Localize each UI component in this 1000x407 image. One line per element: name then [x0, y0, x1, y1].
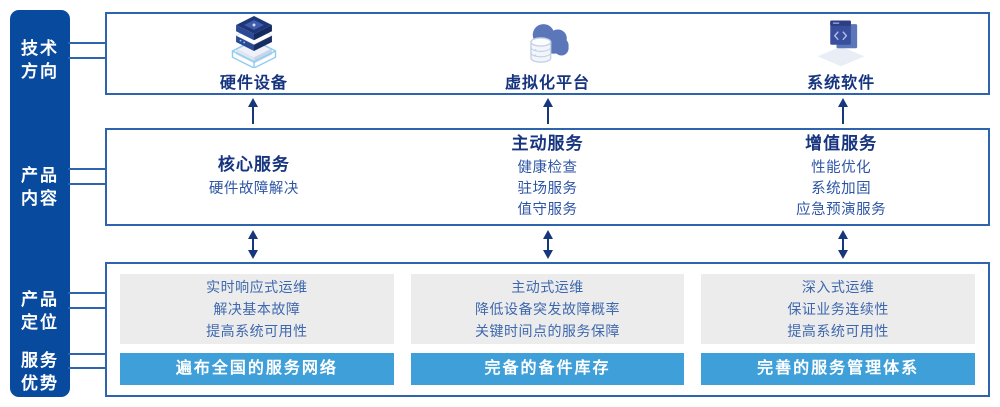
tech-item-label: 硬件设备	[219, 75, 288, 92]
service-item: 驻场服务	[517, 181, 578, 197]
tech-item-label: 虚拟化平台	[505, 75, 591, 92]
connector-line	[68, 292, 107, 294]
service-heading: 主动服务	[511, 134, 584, 153]
positioning-column-deep: 深入式运维 保证业务连续性 提高系统可用性 完善的服务管理体系	[701, 274, 976, 385]
connector-line	[68, 42, 107, 44]
tech-item-virtualization: 虚拟化平台	[401, 14, 695, 93]
positioning-line: 深入式运维	[801, 279, 875, 295]
tech-item-system-software: 系统软件	[694, 14, 988, 93]
sidebar-label-tech-direction: 技术 方向	[10, 37, 70, 83]
connector-line	[68, 183, 107, 185]
advantage-bar: 完善的服务管理体系	[701, 353, 976, 385]
sidebar-label-product-content: 产品 内容	[10, 164, 70, 210]
service-item: 健康检查	[517, 160, 578, 176]
positioning-line: 提高系统可用性	[206, 323, 308, 339]
sidebar-label-line: 优势	[21, 374, 59, 393]
sidebar-label-line: 定位	[21, 313, 59, 332]
service-column-value-added: 增值服务 性能优化 系统加固 应急预演服务	[694, 130, 988, 224]
positioning-column-proactive: 主动式运维 降低设备突发故障概率 关键时间点的服务保障 完备的备件库存	[410, 274, 685, 385]
up-arrow-icon	[837, 98, 848, 124]
up-arrow-icon	[247, 98, 258, 124]
tech-item-label: 系统软件	[807, 75, 876, 92]
connector-line	[68, 353, 107, 355]
sidebar-label-line: 技术	[21, 39, 59, 58]
connector-line	[68, 168, 107, 170]
sidebar-label-line: 产品	[21, 166, 59, 185]
positioning-line: 主动式运维	[511, 279, 584, 295]
advantage-bar: 遍布全国的服务网络	[120, 353, 394, 385]
service-column-proactive: 主动服务 健康检查 驻场服务 值守服务	[401, 130, 695, 224]
positioning-line: 降低设备突发故障概率	[475, 301, 620, 317]
positioning-line: 提高系统可用性	[787, 323, 889, 339]
product-positioning-box: 实时响应式运维 解决基本故障 提高系统可用性 遍布全国的服务网络 主动式运维 降…	[105, 262, 990, 397]
sidebar-label-line: 服务	[21, 351, 59, 370]
connector-line	[68, 367, 107, 369]
service-heading: 核心服务	[217, 155, 290, 174]
connector-line	[68, 307, 107, 309]
service-item: 性能优化	[811, 160, 872, 176]
positioning-column-realtime: 实时响应式运维 解决基本故障 提高系统可用性 遍布全国的服务网络	[120, 274, 394, 385]
advantage-bar: 完备的备件库存	[410, 353, 685, 385]
service-item: 应急预演服务	[796, 202, 887, 218]
positioning-line: 关键时间点的服务保障	[475, 323, 620, 339]
service-heading: 增值服务	[805, 134, 878, 153]
positioning-line: 实时响应式运维	[206, 279, 308, 295]
double-arrow-icon	[247, 230, 258, 259]
connector-line	[68, 57, 107, 59]
service-item: 系统加固	[811, 181, 872, 197]
service-item: 硬件故障解决	[208, 181, 299, 197]
cloud-database-icon	[529, 24, 569, 63]
arrow-row-bottom	[105, 230, 990, 259]
positioning-line: 解决基本故障	[213, 301, 301, 317]
service-item: 值守服务	[517, 202, 578, 218]
double-arrow-icon	[542, 230, 553, 259]
positioning-description: 深入式运维 保证业务连续性 提高系统可用性	[701, 274, 976, 344]
sidebar-label-service-advantage: 服务 优势	[10, 349, 70, 395]
up-arrow-icon	[542, 98, 553, 124]
sidebar-label-line: 产品	[21, 290, 59, 309]
double-arrow-icon	[837, 230, 848, 259]
sidebar-label-line: 内容	[21, 189, 59, 208]
positioning-description: 主动式运维 降低设备突发故障概率 关键时间点的服务保障	[410, 274, 685, 344]
positioning-description: 实时响应式运维 解决基本故障 提高系统可用性	[120, 274, 394, 344]
server-stack-icon	[231, 16, 277, 68]
arrow-row-top	[105, 98, 990, 125]
tech-item-hardware: 硬件设备	[107, 14, 401, 93]
code-window-icon	[817, 20, 865, 67]
tech-direction-box: 硬件设备 虚拟化平台	[105, 12, 990, 95]
product-content-box: 核心服务 硬件故障解决 主动服务 健康检查 驻场服务 值守服务 增值服务 性能优…	[105, 128, 990, 226]
sidebar-label-product-positioning: 产品 定位	[10, 288, 70, 334]
positioning-line: 保证业务连续性	[787, 301, 889, 317]
sidebar: 技术 方向 产品 内容 产品 定位 服务 优势	[10, 10, 70, 397]
service-column-core: 核心服务 硬件故障解决	[107, 130, 401, 224]
sidebar-label-line: 方向	[21, 62, 59, 81]
